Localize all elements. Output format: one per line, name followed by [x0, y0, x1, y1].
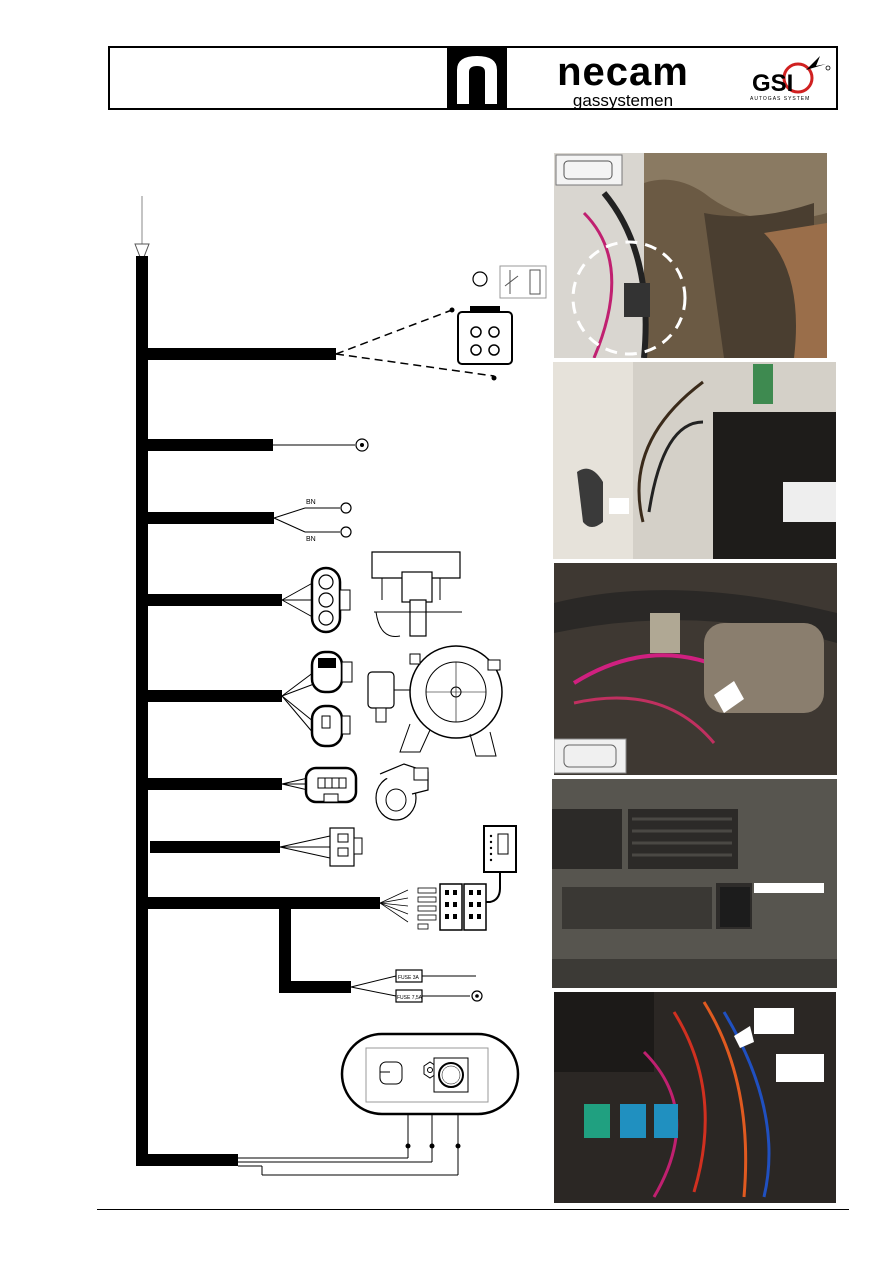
gsi-logo: GSI AUTOGAS SYSTEM — [746, 52, 832, 106]
header-banner: necam gassystemen GSI AUTOGAS SYSTEM — [108, 46, 838, 110]
gsi-logo-subtitle: AUTOGAS SYSTEM — [750, 96, 811, 102]
fuse-label-bottom: FUSE 7,5A — [397, 995, 423, 1001]
brand-name: necam — [557, 50, 689, 94]
main-harness-trunk — [136, 256, 148, 1166]
wire-label-bn-bottom: BN — [306, 536, 316, 543]
photo-battery-ground — [553, 362, 836, 559]
branch-reducer-connectors — [148, 645, 503, 757]
branch-dash-switch — [148, 1032, 520, 1176]
wire-label-bn-top: BN — [306, 499, 316, 506]
branch-3pin-injector — [148, 551, 462, 637]
photo-engine-connector — [554, 153, 827, 358]
branch-fuse-harness: FUSE 3A FUSE 7,5A — [148, 883, 487, 1003]
photo-fusebox-wiring — [554, 992, 836, 1203]
branch-bn-wires: BN BN — [148, 499, 352, 543]
photo-reducer-bay — [554, 563, 837, 775]
branch-switch-connector — [150, 825, 517, 903]
necam-emblem-icon — [447, 48, 507, 108]
footer-rule — [97, 1209, 849, 1210]
branch-ground-ring — [148, 438, 369, 452]
brand-subtitle: gassystemen — [572, 91, 674, 110]
gsi-logo-text: GSI — [752, 70, 794, 97]
brand-logo: necam gassystemen — [548, 50, 698, 110]
harness-entry-arrow — [134, 196, 150, 264]
fuse-label-top: FUSE 3A — [398, 975, 420, 981]
photo-dashboard-switch — [552, 779, 837, 988]
branch-sensor-connector — [148, 763, 429, 821]
branch-4pin-connector — [148, 265, 547, 381]
